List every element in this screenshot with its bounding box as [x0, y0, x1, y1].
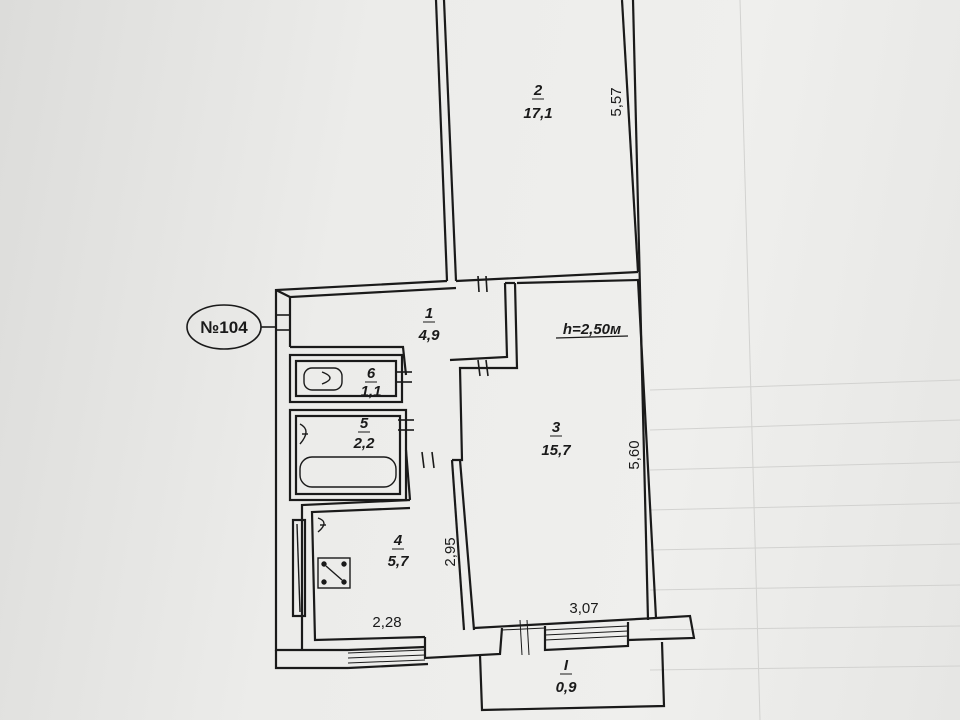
room-4-area: 5,7	[388, 553, 410, 570]
room-5-area: 2,2	[353, 435, 376, 452]
room-4-number: 4	[393, 532, 403, 549]
ceiling-height: h=2,50м	[563, 321, 621, 338]
room-5-label: 5 2,2	[353, 415, 376, 452]
balcony-area: 0,9	[556, 679, 578, 696]
room-6-walls	[288, 353, 404, 404]
room-3-width-dim: 3,07	[569, 600, 598, 617]
outer-bottom-wall	[274, 614, 696, 670]
room-4-label: 4 5,7	[388, 532, 410, 570]
paper-lines	[649, 0, 960, 720]
radiator-icon	[296, 523, 301, 613]
fixtures	[296, 367, 397, 613]
room-1-walls	[274, 279, 519, 652]
balcony-outline	[478, 641, 666, 712]
room-1-area: 4,9	[418, 327, 441, 344]
toilet-icon	[303, 367, 343, 391]
windows	[347, 619, 629, 664]
room-3-area: 15,7	[541, 442, 571, 459]
balcony-number: I	[564, 657, 569, 674]
room-2-length-dim: 5,57	[608, 87, 625, 116]
room-3-length-dim: 5,60	[626, 440, 643, 469]
door-marks	[276, 275, 489, 469]
room-3-number: 3	[552, 419, 561, 436]
stove-icon	[317, 557, 351, 589]
room-1-label: 1 4,9	[418, 305, 441, 344]
room-2-label: 2 17,1	[523, 82, 552, 122]
room-2-area: 17,1	[523, 105, 552, 122]
kitchen-sink-icon	[317, 517, 326, 533]
room-5-number: 5	[360, 415, 369, 432]
room-1-number: 1	[425, 305, 433, 322]
sink-icon	[299, 423, 308, 445]
room-6-label: 6 2,2 1,1	[361, 365, 382, 400]
balcony-label: I 0,9	[556, 657, 578, 696]
room-6-number: 6	[367, 365, 376, 382]
room-5-walls	[288, 408, 412, 502]
room-2-number: 2	[533, 82, 543, 99]
room-3-label: 3 15,7	[541, 419, 571, 459]
bathtub-icon	[299, 456, 397, 488]
apartment-code: №104	[200, 318, 248, 337]
room-3-walls	[473, 278, 658, 630]
room-4-length-dim: 2,95	[442, 537, 459, 566]
room-4-walls	[291, 459, 476, 650]
room-4-width-dim: 2,28	[372, 614, 401, 631]
room-6-area-value: 1,1	[361, 383, 382, 400]
